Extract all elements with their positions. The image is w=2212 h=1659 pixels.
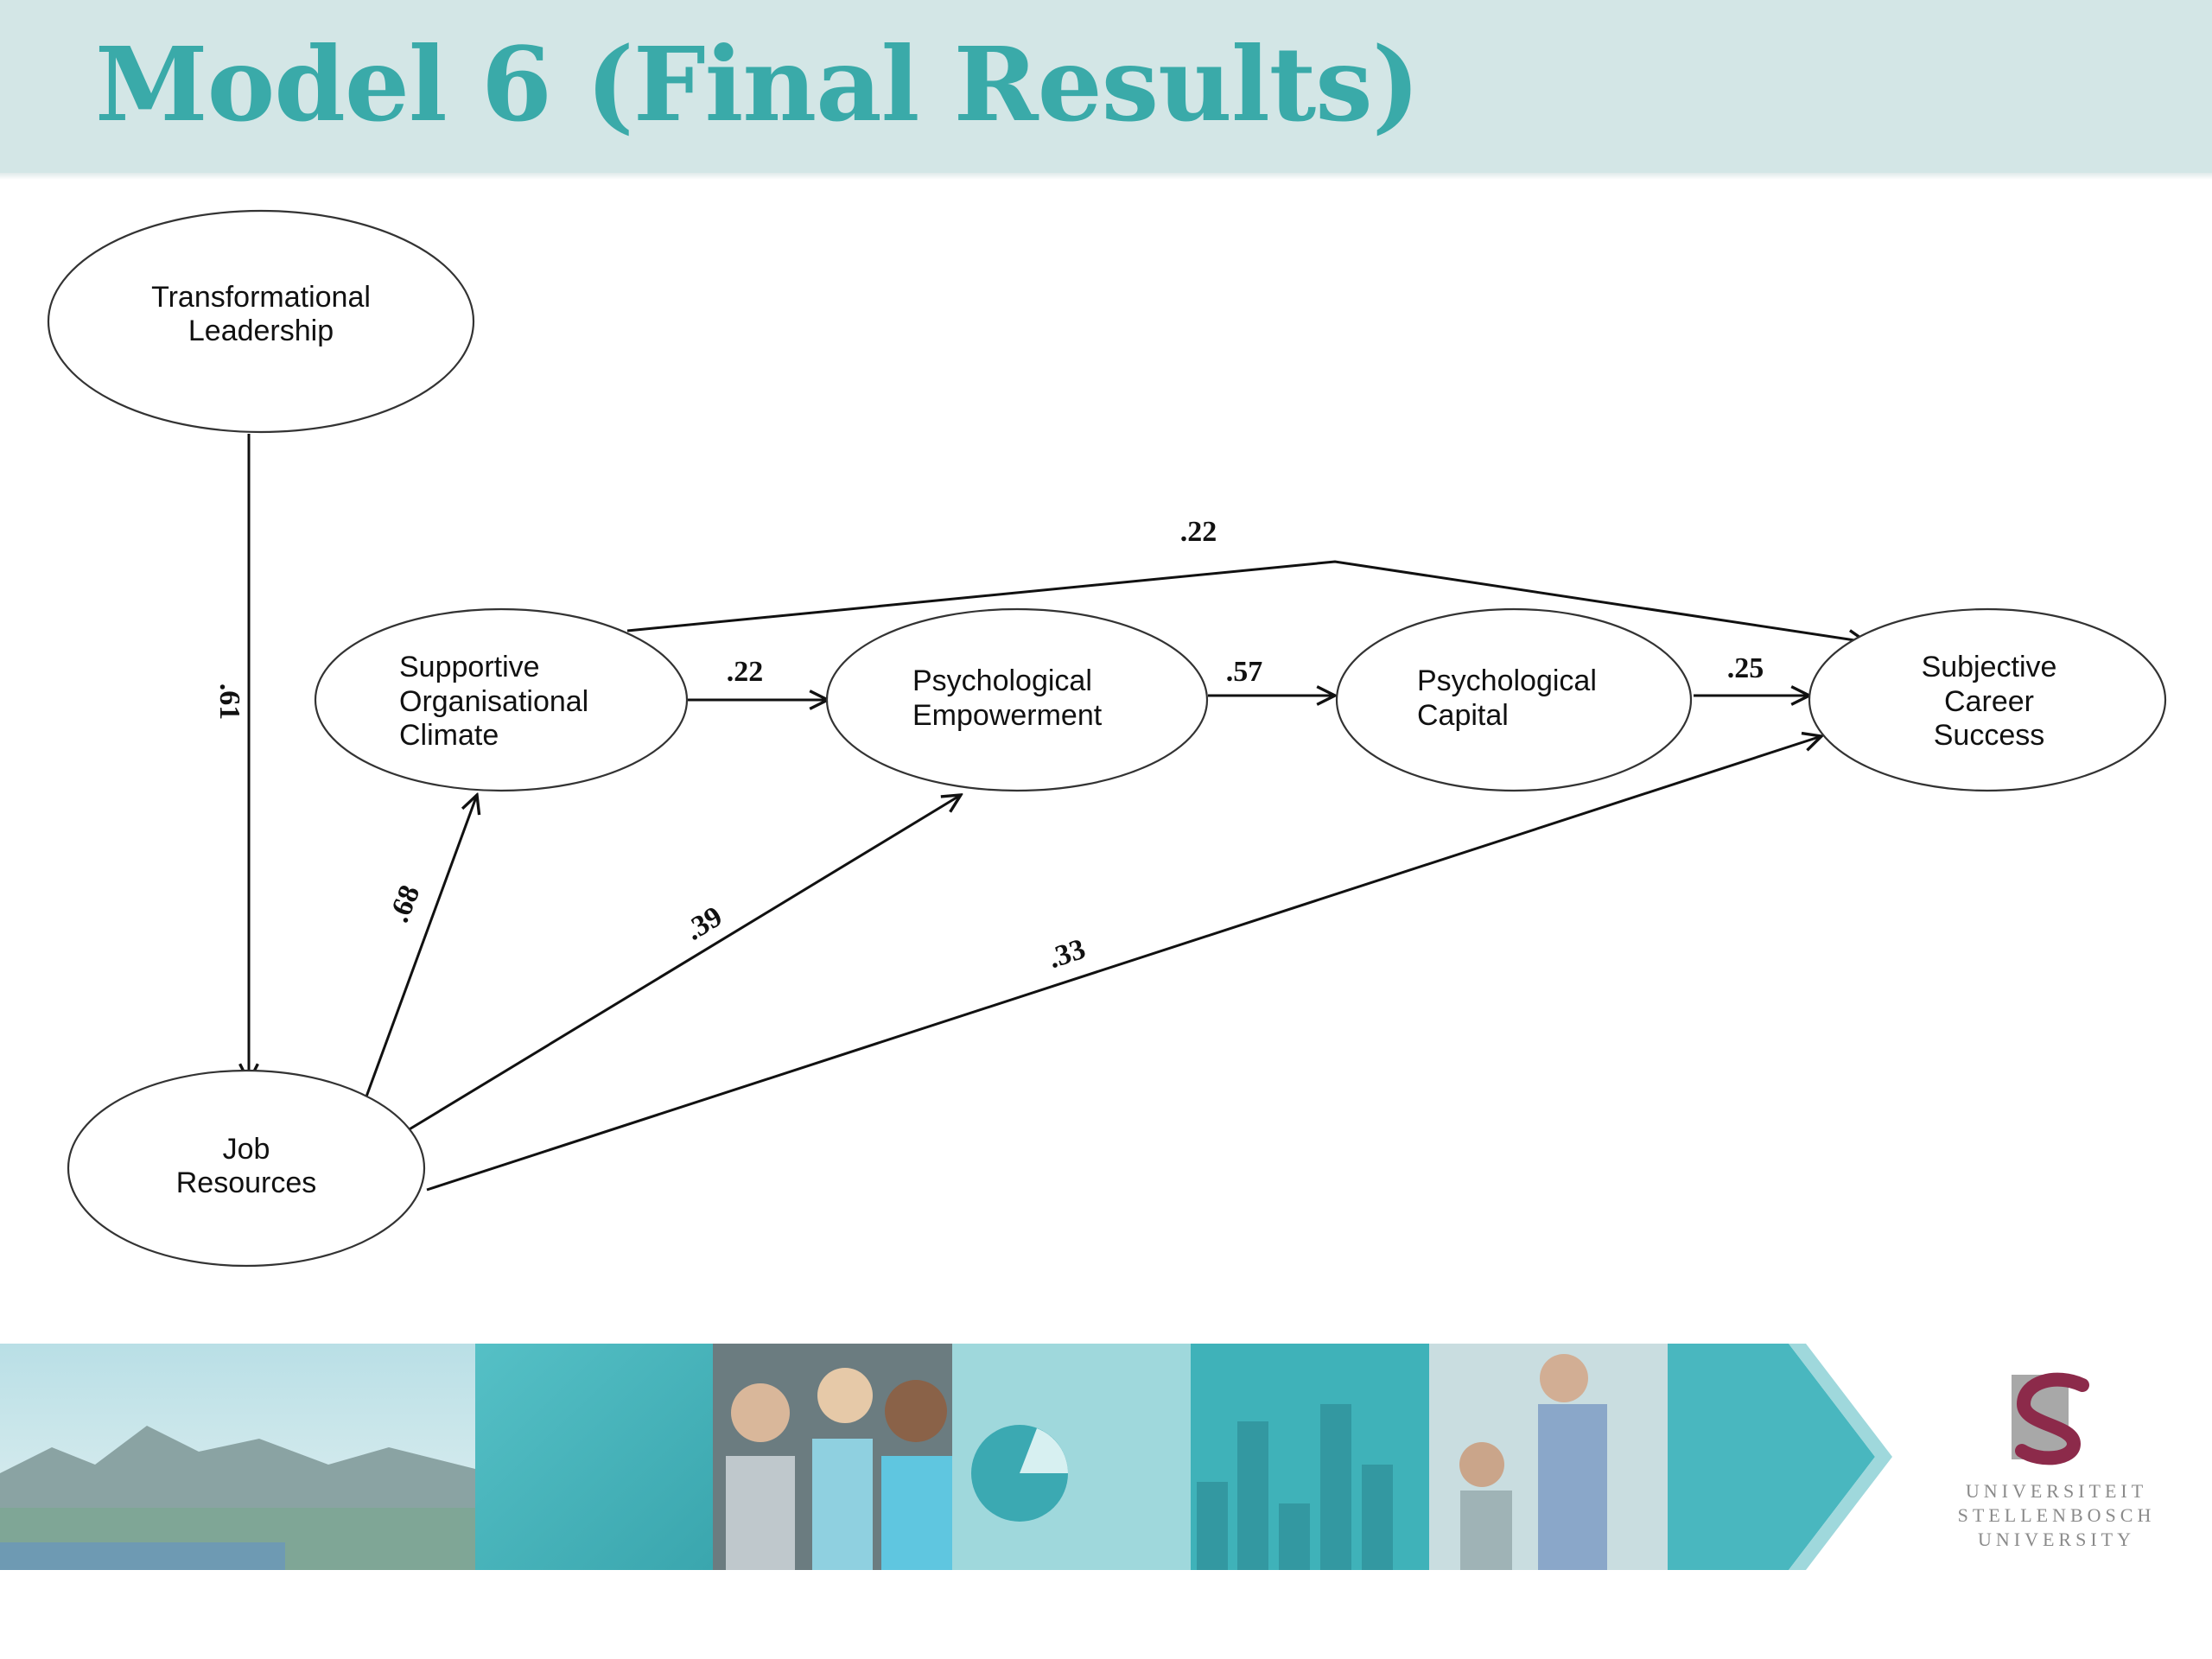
node-label: Organisational — [399, 685, 588, 718]
node-psychological-empowerment: Psychological Empowerment — [825, 607, 1209, 792]
arrow-panel — [1668, 1344, 1875, 1570]
edge-jr-pe — [407, 795, 961, 1132]
node-subjective-career-success: Subjective Career Success — [1808, 607, 2167, 792]
node-label: Leadership — [188, 315, 334, 347]
node-label: Psychological — [912, 664, 1092, 697]
edge-jr-scs — [426, 736, 1821, 1192]
stellenbosch-s-logo-icon — [2012, 1372, 2089, 1465]
footer-image-band — [0, 1344, 1892, 1570]
title-bar-shadow — [0, 173, 2212, 180]
people-photo — [713, 1344, 952, 1570]
node-label: Supportive — [399, 651, 540, 683]
node-label: Capital — [1417, 699, 1509, 732]
coef-soc-scs: .22 — [1180, 516, 1217, 548]
university-name: UNIVERSITEIT STELLENBOSCH UNIVERSITY — [1927, 1479, 2186, 1552]
node-job-resources: Job Resources — [67, 1069, 426, 1268]
node-transformational-leadership: Transformational Leadership — [47, 209, 475, 434]
coef-jr-soc: .68 — [383, 880, 426, 926]
coef-tl-jr: .61 — [213, 683, 245, 721]
node-label: Empowerment — [912, 699, 1103, 732]
title-bar — [0, 0, 2212, 173]
bar-chart-panel — [1191, 1344, 1429, 1570]
numbers-panel — [475, 1344, 713, 1570]
pie-chart-photo — [952, 1344, 1191, 1570]
node-label: Resources — [176, 1166, 317, 1199]
university-name-line: STELLENBOSCH — [1957, 1504, 2156, 1526]
slide-title: Model 6 (Final Results) — [95, 24, 1421, 144]
landscape-photo — [0, 1344, 475, 1570]
university-name-line: UNIVERSITEIT — [1965, 1480, 2148, 1502]
node-psychological-capital: Psychological Capital — [1335, 607, 1693, 792]
arrow-tip — [1789, 1344, 1892, 1570]
coef-pc-scs: .25 — [1727, 652, 1764, 684]
node-supportive-organisational-climate: Supportive Organisational Climate — [314, 607, 689, 792]
university-name-line: UNIVERSITY — [1978, 1529, 2135, 1550]
coef-jr-scs: .33 — [1045, 933, 1090, 975]
edge-jr-soc — [361, 795, 477, 1107]
coef-pe-pc: .57 — [1226, 656, 1263, 688]
node-label: Climate — [399, 719, 499, 752]
node-label: Job — [223, 1133, 270, 1166]
node-label: Psychological — [1417, 664, 1597, 697]
edge-soc-scs — [626, 560, 1866, 642]
node-label: Subjective — [1922, 651, 2057, 683]
office-photo — [1429, 1344, 1668, 1570]
coef-soc-pe: .22 — [727, 656, 764, 688]
node-label: Transformational — [151, 281, 371, 314]
node-label: Success — [1934, 719, 2045, 752]
node-label: Career — [1944, 685, 2034, 718]
